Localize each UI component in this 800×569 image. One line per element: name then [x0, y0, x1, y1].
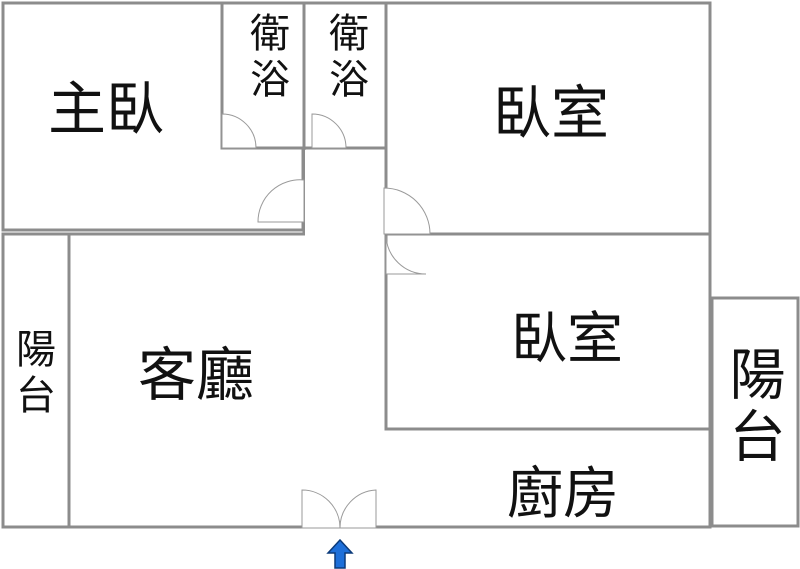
balcony-right-room — [710, 296, 800, 528]
bedroom-2-room — [384, 232, 712, 431]
room-label-bedroom-2: 臥室 — [511, 307, 623, 372]
bedroom-2-door[interactable] — [385, 235, 427, 275]
entrance-door-right[interactable] — [339, 489, 377, 529]
balcony-left-room — [1, 232, 71, 529]
room-label-living-room: 客廳 — [138, 341, 255, 409]
corridor-floor — [305, 150, 384, 310]
entrance-arrow-icon — [326, 538, 354, 569]
entrance-door-left[interactable] — [301, 489, 341, 529]
room-label-kitchen: 廚房 — [507, 462, 619, 527]
room-label-balcony-left: 陽台 — [9, 328, 55, 420]
bedroom-1-room — [384, 1, 712, 237]
room-label-bath-2: 衛浴 — [322, 12, 368, 104]
bath-1-door[interactable] — [221, 113, 257, 149]
room-label-bath-1: 衛浴 — [243, 12, 289, 104]
room-label-bedroom-1: 臥室 — [493, 79, 610, 147]
bath-2-door[interactable] — [311, 113, 347, 149]
room-label-master-bedroom: 主臥 — [48, 75, 165, 143]
bedroom-1-door[interactable] — [383, 187, 431, 235]
master-bedroom-door[interactable] — [257, 179, 305, 223]
room-label-balcony-right: 陽台 — [720, 345, 785, 469]
